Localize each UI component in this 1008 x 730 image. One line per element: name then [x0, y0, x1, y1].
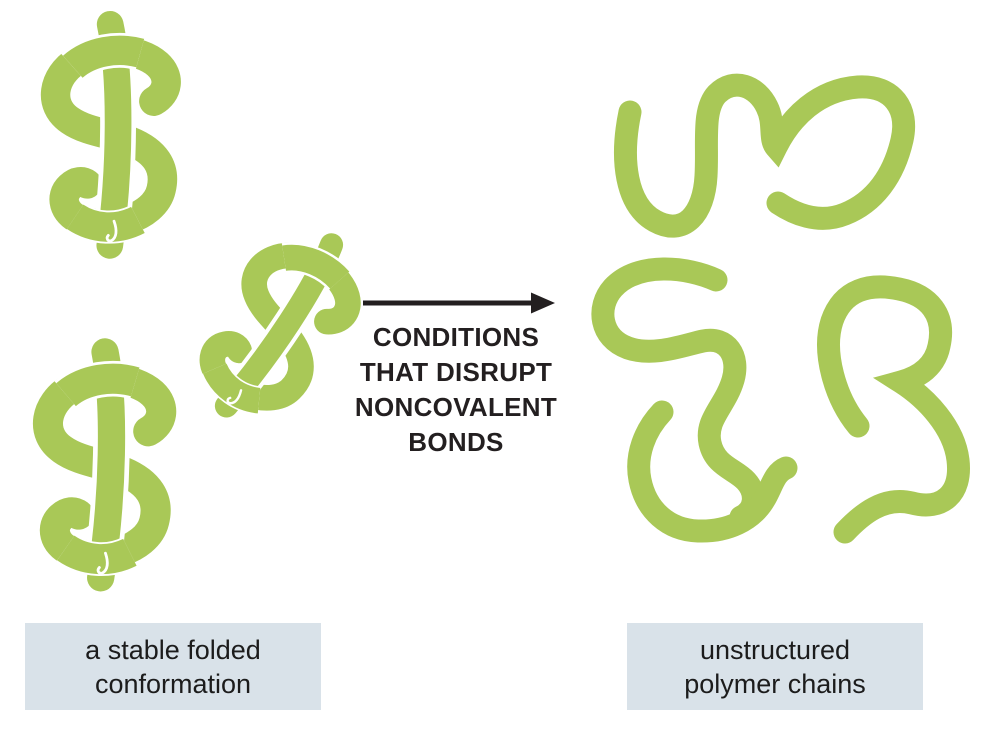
unfolded-chain-1: [614, 73, 915, 238]
folded-protein-knot-2: [192, 219, 372, 434]
caption-stable-folded-text: a stable folded conformation: [85, 634, 261, 699]
caption-unstructured-text: unstructured polymer chains: [684, 634, 866, 699]
caption-unstructured: unstructured polymer chains: [627, 623, 923, 710]
arrow-condition-label: CONDITIONS THAT DISRUPT NONCOVALENT BOND…: [354, 322, 558, 457]
unfolded-chain-4: [817, 275, 970, 544]
unfolded-chain-2: [591, 257, 765, 529]
unfolded-chain-3: [627, 400, 798, 543]
arrow-head: [531, 292, 555, 314]
folded-protein-knot-3: [46, 350, 167, 579]
folded-protein-knot-1: [52, 22, 175, 248]
caption-stable-folded: a stable folded conformation: [25, 623, 321, 710]
reaction-arrow: [363, 292, 555, 314]
